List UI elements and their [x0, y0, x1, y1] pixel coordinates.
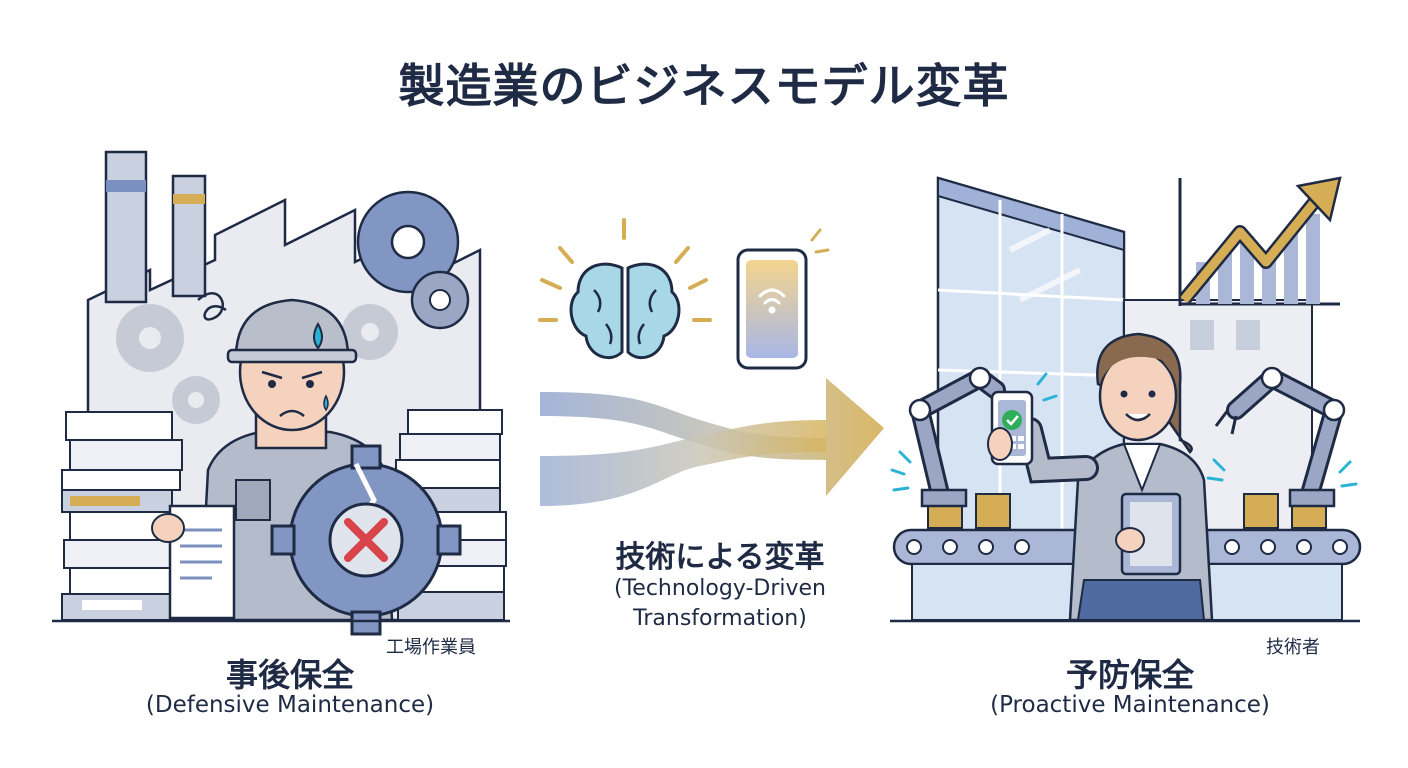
arrow-right-icon: [540, 378, 884, 506]
left-heading: 事後保全: [225, 656, 354, 694]
center-heading: 技術による変革: [615, 540, 825, 575]
robot-arm-icon: [1214, 366, 1346, 508]
center-subheading-line1: (Technology-Driven: [614, 576, 826, 601]
gear-icon: [356, 190, 460, 294]
brain-icon: [538, 218, 712, 359]
activity-sparkles: [890, 372, 1358, 492]
engineer: [987, 332, 1214, 622]
document-stack: [61, 411, 185, 621]
robot-arm-icon: [908, 366, 1006, 508]
gear-icon: [172, 376, 220, 424]
right-subheading: (Proactive Maintenance): [990, 692, 1270, 718]
worker-role-label: 工場作業員: [386, 637, 476, 658]
gear-icon: [342, 304, 398, 360]
gear-icon: [410, 270, 470, 330]
error-x-icon: [344, 518, 388, 562]
chart-up-icon: [1178, 176, 1342, 306]
engineer-role-label: 技術者: [1266, 637, 1320, 658]
page-title: 製造業のビジネスモデル変革: [398, 59, 1010, 113]
transformation-flow: [538, 218, 884, 506]
left-scene: [52, 150, 510, 636]
center-subheading-line2: Transformation): [633, 606, 807, 631]
right-heading: 予防保全: [1065, 656, 1194, 694]
broken-gear-icon: [270, 444, 462, 636]
gear-icon: [116, 304, 184, 372]
tablet-icon: [1120, 492, 1182, 576]
checkmark-icon: [1002, 410, 1022, 430]
left-subheading: (Defensive Maintenance): [145, 692, 435, 718]
smartphone-icon: [736, 228, 830, 370]
right-scene: [890, 176, 1362, 623]
center-subheading: (Technology-Driven Transformation): [520, 574, 920, 634]
wifi-icon: [758, 288, 786, 314]
